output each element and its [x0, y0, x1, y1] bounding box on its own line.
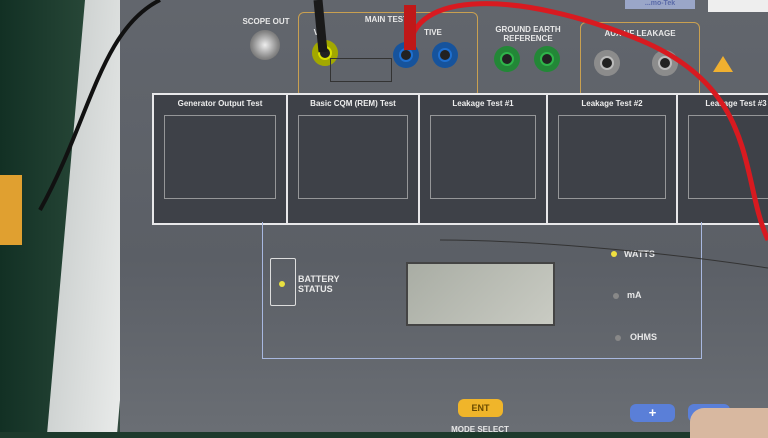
schematic [430, 115, 536, 199]
negative-label: TIVE [424, 28, 442, 37]
ground-jack-1[interactable] [494, 46, 520, 72]
mode-watts-label: WATTS [624, 249, 655, 259]
test-leakage-2: Leakage Test #2 [548, 95, 678, 223]
test-title: Leakage Test #3 [705, 99, 767, 108]
aux-hf-label: AUX HF LEAKAGE [604, 29, 676, 38]
test-leakage-1: Leakage Test #1 [420, 95, 548, 223]
load-resistor-symbol-icon [330, 58, 392, 82]
main-test-negative-jack-1[interactable] [393, 42, 419, 68]
label-sticker [708, 0, 768, 12]
lcd-display [406, 262, 555, 326]
schematic [688, 115, 768, 199]
finger [690, 408, 768, 438]
test-title: Basic CQM (REM) Test [310, 99, 396, 108]
side-object [0, 175, 22, 245]
battery-status-label: BATTERY STATUS [298, 274, 340, 294]
battery-icon [270, 258, 296, 306]
test-title: Leakage Test #1 [452, 99, 514, 108]
battery-led [279, 281, 285, 287]
ground-jack-2[interactable] [534, 46, 560, 72]
test-diagram-strip: Generator Output Test Basic CQM (REM) Te… [152, 93, 768, 225]
brand-logo: ...mo-Tek [625, 0, 695, 9]
display-area [262, 222, 702, 359]
test-leakage-3: Leakage Test #3 [678, 95, 768, 223]
mode-ohms-label: OHMS [630, 332, 657, 342]
test-title: Generator Output Test [177, 99, 263, 108]
test-generator-output: Generator Output Test [154, 95, 288, 223]
test-title: Leakage Test #2 [581, 99, 643, 108]
watts-led [611, 251, 617, 257]
aux-hf-jack-2[interactable] [652, 50, 678, 76]
main-test-negative-jack-2[interactable] [432, 42, 458, 68]
plus-button[interactable]: + [630, 404, 675, 422]
ground-earth-label: GROUND EARTH REFERENCE [495, 25, 561, 43]
mode-ma-label: mA [627, 290, 642, 300]
ent-button[interactable]: ENT [458, 399, 503, 417]
aux-hf-jack-1[interactable] [594, 50, 620, 76]
ohms-led [615, 335, 621, 341]
scope-out-label: SCOPE OUT [242, 17, 290, 26]
mode-select-label: MODE SELECT [451, 425, 509, 434]
test-basic-cqm: Basic CQM (REM) Test [288, 95, 420, 223]
scope-out-bnc-connector[interactable] [250, 30, 280, 60]
warning-icon [713, 56, 733, 72]
schematic [298, 115, 408, 199]
schematic [558, 115, 666, 199]
main-test-label: MAIN TEST L [364, 15, 416, 24]
ma-led [613, 293, 619, 299]
schematic [164, 115, 276, 199]
positive-label: VE [313, 28, 325, 37]
